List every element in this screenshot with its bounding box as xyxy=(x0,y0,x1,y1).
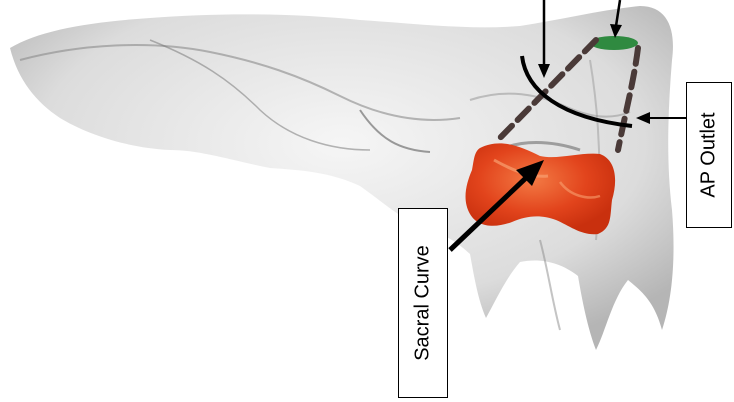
ap-outlet-label: AP Outlet xyxy=(698,112,721,197)
sacral-curve-label: Sacral Curve xyxy=(412,245,435,361)
ap-outlet-label-box: AP Outlet xyxy=(686,82,732,228)
sacral-curve-label-box: Sacral Curve xyxy=(398,208,448,398)
